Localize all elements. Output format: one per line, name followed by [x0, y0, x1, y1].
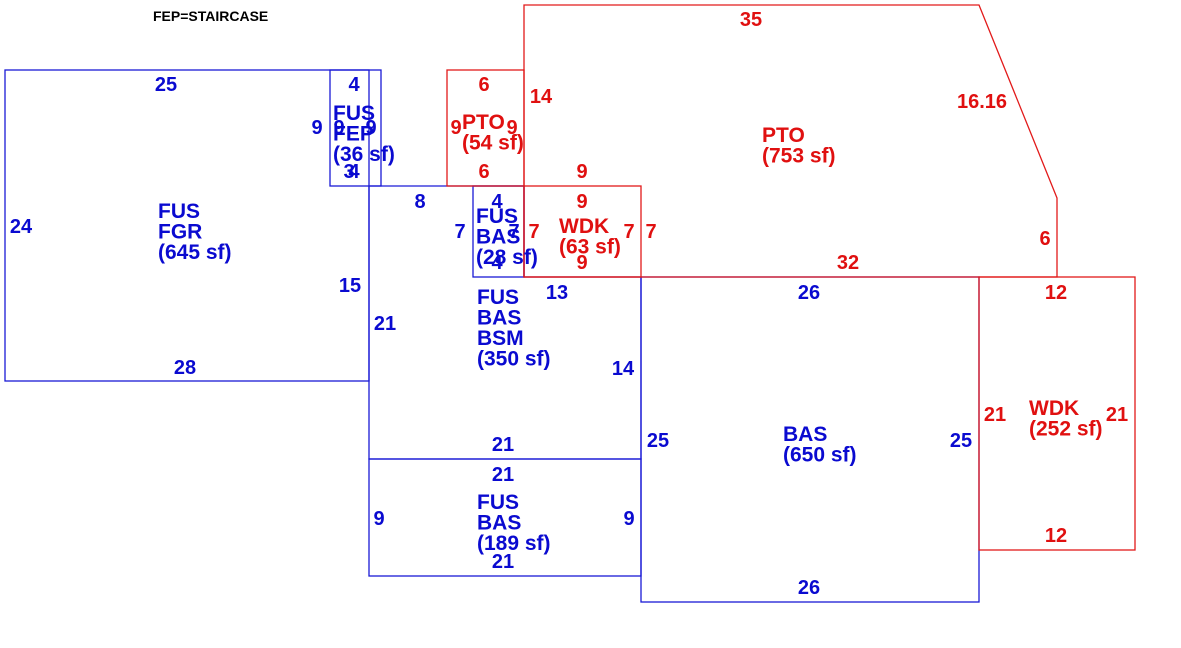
- dimension-label: 12: [1045, 525, 1067, 547]
- area-label-fep-line-0: FUS: [333, 102, 375, 125]
- dimension-label: 21: [374, 313, 396, 335]
- dimension-label: 4: [491, 191, 503, 213]
- dimension-label: 9: [450, 117, 461, 139]
- wdk-small-outline: [523, 185, 642, 278]
- dimension-label: 32: [837, 252, 859, 274]
- area-label-pto-large-line-1: (753 sf): [762, 145, 836, 168]
- dimension-label: 3: [343, 161, 354, 183]
- dimension-label: 9: [576, 191, 587, 213]
- dimension-label: 16.16: [957, 91, 1007, 113]
- dimension-label: 12: [1045, 282, 1067, 304]
- area-label-fgr-line-1: FGR: [158, 221, 202, 244]
- area-label-fus-bas-lower-line-1: BAS: [477, 512, 521, 535]
- area-label-fus-bas-bsm-line-0: FUS: [477, 286, 519, 309]
- dimension-label: 8: [414, 191, 425, 213]
- dimension-label: 25: [950, 430, 972, 452]
- area-label-pto-small-line-0: PTO: [462, 111, 505, 134]
- red-outlines: [446, 4, 1136, 551]
- dimension-label: 7: [508, 221, 519, 243]
- dimension-label: 26: [798, 282, 820, 304]
- wdk-large-outline: [978, 276, 1136, 551]
- area-label-fus-bas-small-line-1: BAS: [476, 226, 520, 249]
- dimension-label: 7: [454, 221, 465, 243]
- dimension-label: 4: [491, 252, 503, 274]
- dimension-label: 21: [492, 551, 514, 573]
- dimension-label: 9: [311, 117, 322, 139]
- dimension-label: 21: [492, 464, 514, 486]
- dimension-label: 6: [478, 74, 489, 96]
- dimension-label: 25: [155, 74, 177, 96]
- dimension-label: 21: [984, 404, 1006, 426]
- dimension-label: 9: [576, 161, 587, 183]
- area-label-pto-large-line-0: PTO: [762, 124, 805, 147]
- dimension-label: 14: [530, 86, 553, 108]
- area-label-fus-bas-lower-line-2: (189 sf): [477, 532, 551, 555]
- area-label-wdk-large-line-1: (252 sf): [1029, 418, 1103, 441]
- dimension-label: 15: [339, 275, 361, 297]
- dimension-label: 9: [373, 508, 384, 530]
- area-label-wdk-small-line-1: (63 sf): [559, 236, 621, 259]
- dimension-label: 9: [576, 252, 587, 274]
- dimension-label: 9: [333, 117, 344, 139]
- area-label-pto-small-line-1: (54 sf): [462, 132, 524, 155]
- dimension-label: 24: [10, 216, 33, 238]
- area-label-fep-line-2: (36 sf): [333, 143, 395, 166]
- area-label-wdk-small-line-0: WDK: [559, 215, 609, 238]
- dimension-label: 9: [506, 117, 517, 139]
- legend-note: FEP=STAIRCASE: [153, 8, 268, 24]
- area-label-fep-line-1: FEP: [333, 123, 374, 146]
- dimension-label: 6: [1039, 228, 1050, 250]
- area-label-fus-bas-bsm-line-1: BAS: [477, 307, 521, 330]
- dimension-label: 13: [546, 282, 568, 304]
- area-label-fus-bas-small-line-2: (28 sf): [476, 246, 538, 269]
- area-label-fus-bas-small-line-0: FUS: [476, 205, 518, 228]
- area-label-bas-line-1: (650 sf): [783, 444, 857, 467]
- area-label-fgr-line-2: (645 sf): [158, 241, 232, 264]
- dimension-label: 35: [740, 9, 762, 31]
- dimension-label: 26: [798, 577, 820, 599]
- dimension-label: 21: [492, 434, 514, 456]
- dimension-label: 7: [623, 221, 634, 243]
- dimension-label: 6: [478, 161, 489, 183]
- dimension-label: 4: [348, 74, 360, 96]
- fep-outline: [329, 69, 382, 187]
- dimension-label: 14: [612, 358, 635, 380]
- dimension-label: 21: [1106, 404, 1128, 426]
- dimension-label: 4: [348, 161, 360, 183]
- dimension-label: 9: [365, 117, 376, 139]
- dimension-label: 7: [645, 221, 656, 243]
- area-label-bas-line-0: BAS: [783, 423, 827, 446]
- dimension-label: 7: [528, 221, 539, 243]
- area-label-fus-bas-bsm-line-2: BSM: [477, 327, 524, 350]
- dimension-label: 28: [174, 357, 196, 379]
- area-label-fus-bas-bsm-line-3: (350 sf): [477, 348, 551, 371]
- area-label-fgr-line-0: FUS: [158, 200, 200, 223]
- dimension-label: 9: [623, 508, 634, 530]
- area-label-fus-bas-lower-line-0: FUS: [477, 491, 519, 514]
- area-label-wdk-large-line-0: WDK: [1029, 397, 1079, 420]
- dimension-label: 25: [647, 430, 669, 452]
